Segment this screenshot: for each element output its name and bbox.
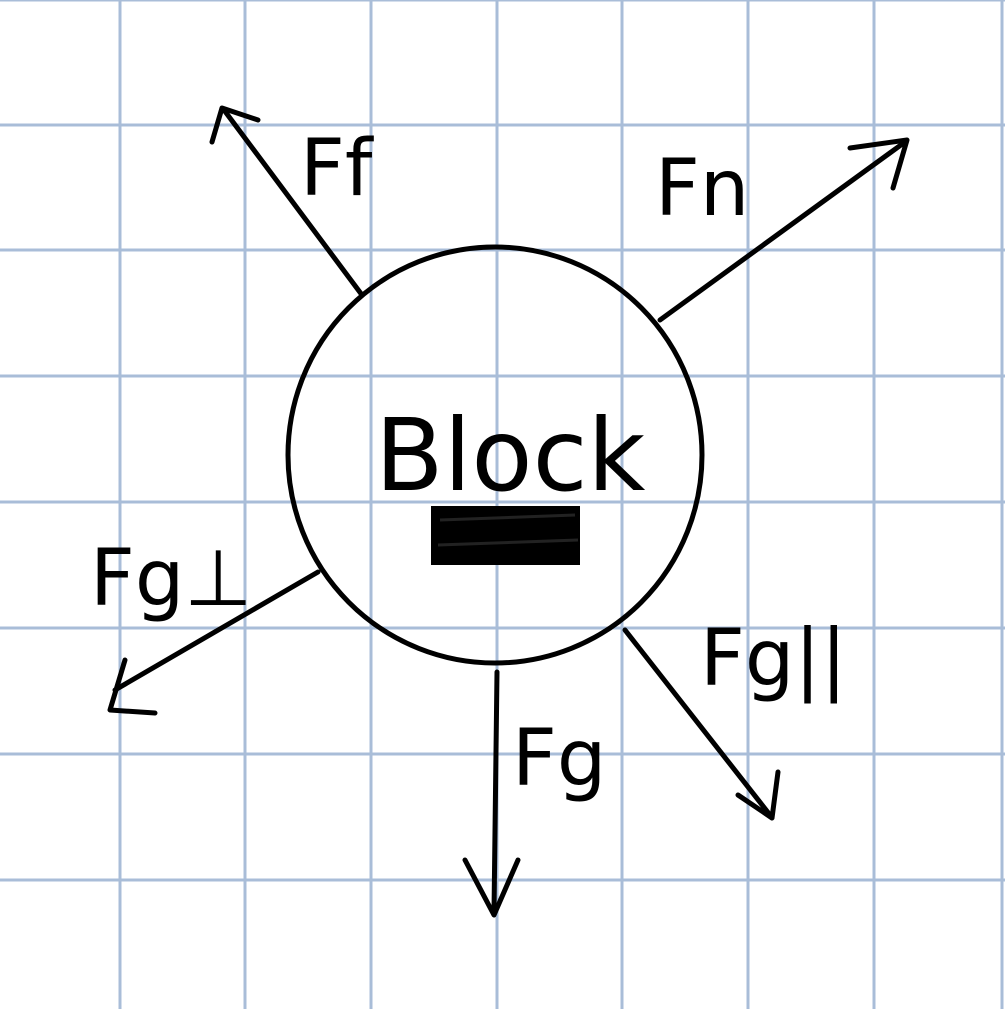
gravity-perpendicular-label: Fg⊥ [90, 534, 252, 624]
gravity-perpendicular-arrow [107, 569, 321, 716]
gravity-parallel-label: Fg|| [700, 614, 847, 704]
friction-force-arrow [209, 105, 365, 298]
block-label: Block [375, 397, 646, 514]
block-circle [285, 244, 705, 666]
normal-force-arrow [657, 137, 910, 323]
gravity-force-arrow [462, 669, 521, 918]
normal-force-label: Fn [655, 144, 749, 234]
gravity-force-label: Fg [512, 714, 606, 804]
redaction-scribble [431, 506, 580, 565]
friction-force-label: Ff [300, 124, 374, 214]
gravity-parallel-arrow [622, 627, 781, 821]
